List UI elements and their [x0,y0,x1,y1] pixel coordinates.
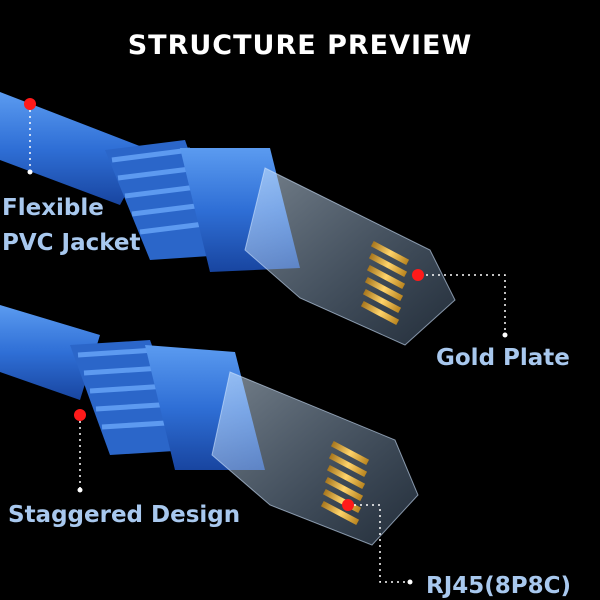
gold-plate-marker-dot [412,269,424,281]
rj45-connector-label: RJ45(8P8C) [426,573,572,599]
callout-lines [29,104,506,583]
rj45-marker-dot [342,499,354,511]
callout-markers [24,98,508,585]
jacket-label-line2: PVC Jacket [2,230,141,256]
upper-gold-contacts [360,240,410,326]
staggered-design-label: Staggered Design [8,502,241,528]
staggered-marker-dot [74,409,86,421]
gold-plate-leader-line [420,274,506,335]
page-title: STRUCTURE PREVIEW [127,30,473,61]
jacket-marker-dot [24,98,36,110]
upper-cable [0,92,456,346]
gold-plate-label: Gold Plate [436,345,570,371]
lower-plug [211,371,419,546]
jacket-label-line1: Flexible [2,195,104,221]
lower-cable [0,305,419,546]
upper-plug [244,167,456,346]
